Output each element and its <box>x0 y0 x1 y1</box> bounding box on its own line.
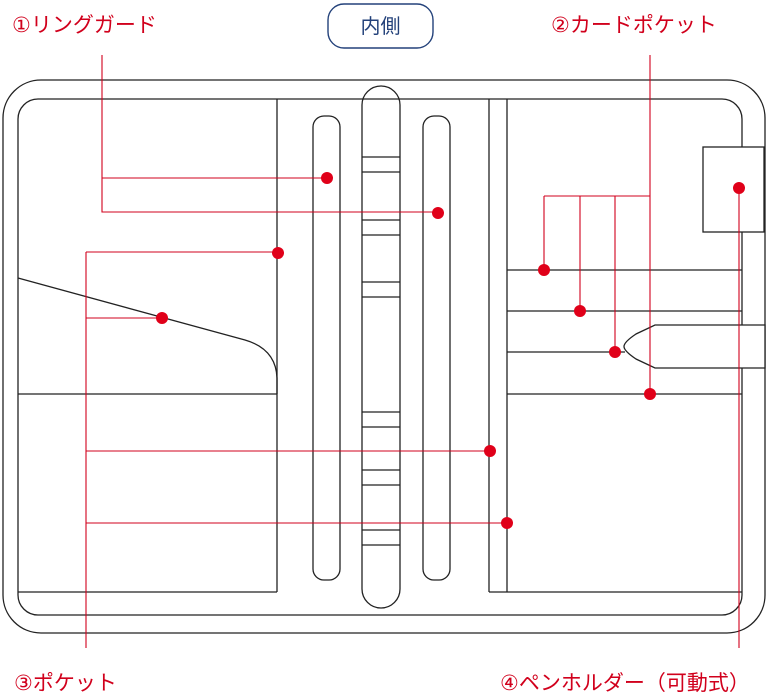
dot-pocket-1 <box>272 247 284 259</box>
dot-card-pocket-4 <box>644 388 656 400</box>
dot-pocket-3 <box>484 445 496 457</box>
dot-card-pocket-1 <box>538 264 550 276</box>
dot-ring-guard-right <box>432 207 444 219</box>
ring-guard-leader-main <box>101 55 438 213</box>
dot-card-pocket-3 <box>609 346 621 358</box>
label-card-pocket: ②カードポケット <box>551 13 717 37</box>
title-badge-frame <box>327 3 434 49</box>
callout-dots <box>156 172 745 529</box>
dot-card-pocket-2 <box>574 305 586 317</box>
left-diagonal-pocket <box>17 277 278 394</box>
organizer-outline <box>2 79 766 634</box>
dot-pocket-2 <box>156 312 168 324</box>
ring-guard-left <box>312 115 341 581</box>
dot-pen-holder <box>733 182 745 194</box>
label-ring-guard: ①リングガード <box>12 13 157 37</box>
dot-ring-guard-left <box>321 172 333 184</box>
title-text: 内側 <box>361 14 401 38</box>
ring-spine <box>361 85 401 609</box>
title-badge: 内側 <box>327 3 434 49</box>
ring-bands <box>362 156 400 546</box>
label-pocket: ③ポケット <box>14 671 117 695</box>
label-pen-holder: ④ペンホルダー（可動式） <box>500 671 750 695</box>
callout-lines <box>85 55 740 648</box>
dot-pocket-4 <box>501 517 513 529</box>
ring-guard-right <box>422 115 451 581</box>
pen-holder-loop <box>623 324 766 369</box>
